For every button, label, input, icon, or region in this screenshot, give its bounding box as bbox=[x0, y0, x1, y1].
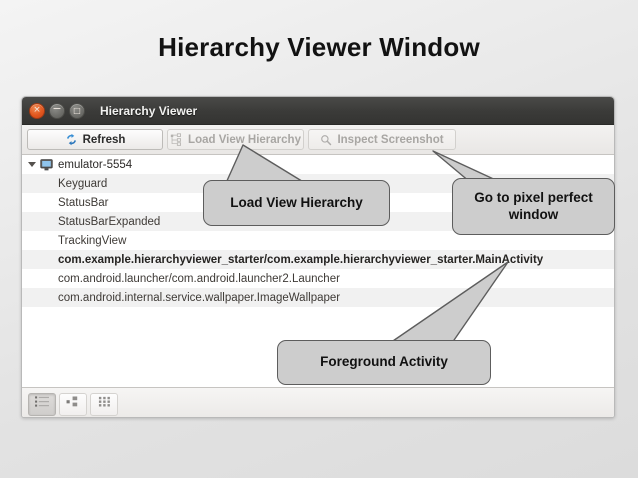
tree-row-label: StatusBarExpanded bbox=[58, 215, 161, 228]
tree-row-imagewallpaper[interactable]: com.android.internal.service.wallpaper.I… bbox=[22, 288, 614, 307]
main-toolbar: Refresh Load View Hierarchy bbox=[22, 125, 614, 155]
tree-row-label: TrackingView bbox=[58, 234, 127, 247]
maximize-glyph: □ bbox=[73, 105, 81, 115]
callout-pixel-perfect: Go to pixel perfect window bbox=[452, 178, 615, 235]
tree-row-mainactivity[interactable]: com.example.hierarchyviewer_starter/com.… bbox=[22, 250, 614, 269]
tree-row-label: com.android.launcher/com.android.launche… bbox=[58, 272, 340, 285]
tile-view-icon bbox=[65, 395, 82, 413]
tree-row-label: Keyguard bbox=[58, 177, 108, 190]
inspect-screenshot-label: Inspect Screenshot bbox=[337, 133, 444, 146]
window-title: Hierarchy Viewer bbox=[100, 103, 198, 118]
tree-row-launcher[interactable]: com.android.launcher/com.android.launche… bbox=[22, 269, 614, 288]
tree-row-root-label: emulator-5554 bbox=[58, 158, 133, 171]
tree-row-statusbar[interactable]: StatusBar bbox=[22, 193, 614, 212]
magnifier-icon bbox=[320, 134, 332, 146]
refresh-label: Refresh bbox=[82, 133, 126, 146]
device-monitor-icon bbox=[40, 158, 53, 171]
callout-foreground-activity: Foreground Activity bbox=[277, 340, 491, 385]
minimize-glyph: − bbox=[52, 101, 62, 115]
detail-view-button[interactable] bbox=[59, 392, 87, 416]
inspect-screenshot-button[interactable]: Inspect Screenshot bbox=[308, 129, 456, 150]
load-view-hierarchy-button[interactable]: Load View Hierarchy bbox=[167, 129, 304, 150]
hierarchy-icon bbox=[170, 133, 183, 146]
refresh-icon bbox=[65, 133, 78, 146]
tree-row-root[interactable]: emulator-5554 bbox=[22, 155, 614, 174]
window-titlebar: × − □ Hierarchy Viewer bbox=[22, 97, 614, 125]
maximize-icon[interactable]: □ bbox=[69, 102, 85, 119]
list-view-icon bbox=[34, 395, 51, 413]
callout-load-view-hierarchy: Load View Hierarchy bbox=[203, 180, 390, 226]
close-glyph: × bbox=[33, 104, 41, 115]
tree-row-label: StatusBar bbox=[58, 196, 109, 209]
view-mode-toolbar bbox=[22, 387, 614, 417]
tree-row-trackingview[interactable]: TrackingView bbox=[22, 231, 614, 250]
close-icon[interactable]: × bbox=[29, 102, 45, 119]
refresh-button[interactable]: Refresh bbox=[27, 129, 163, 150]
minimize-icon[interactable]: − bbox=[49, 101, 65, 119]
chevron-down-icon[interactable] bbox=[28, 160, 37, 169]
grid-view-icon bbox=[96, 395, 113, 413]
tree-row-label: com.android.internal.service.wallpaper.I… bbox=[58, 291, 341, 304]
grid-view-button[interactable] bbox=[90, 392, 118, 416]
page-title: Hierarchy Viewer Window bbox=[158, 32, 480, 62]
load-view-hierarchy-label: Load View Hierarchy bbox=[188, 133, 301, 146]
tree-view-button[interactable] bbox=[28, 392, 56, 416]
tree-row-label: com.example.hierarchyviewer_starter/com.… bbox=[58, 253, 544, 266]
